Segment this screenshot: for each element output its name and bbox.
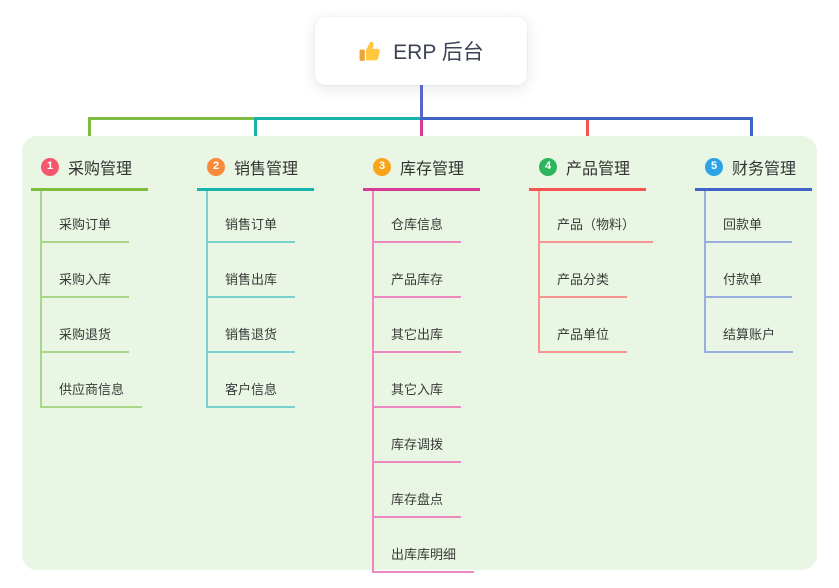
branch-number-badge-3: 3	[373, 157, 391, 176]
child-item[interactable]: 采购订单	[42, 191, 130, 243]
child-item[interactable]: 销售出库	[208, 243, 296, 298]
child-item[interactable]: 库存盘点	[374, 463, 462, 518]
child-item[interactable]: 其它入库	[374, 353, 462, 408]
branch-label-3: 库存管理	[400, 160, 465, 178]
child-item[interactable]: 采购退货	[42, 298, 130, 353]
child-item[interactable]: 付款单	[706, 243, 792, 298]
branch-column-5: 5 财务管理 回款单 付款单 结算账户	[695, 150, 812, 353]
connector-bar-mid-teal	[254, 117, 421, 120]
child-item[interactable]: 供应商信息	[42, 353, 143, 408]
thumbs-up-icon	[358, 39, 383, 64]
root-title: ERP 后台	[393, 41, 484, 64]
branch-children-4: 产品（物料） 产品分类 产品单位	[538, 191, 654, 353]
child-item[interactable]: 出库库明细	[374, 518, 475, 573]
child-item[interactable]: 产品分类	[540, 243, 628, 298]
child-item[interactable]: 仓库信息	[374, 191, 462, 243]
child-item[interactable]: 销售订单	[208, 191, 296, 243]
child-item[interactable]: 结算账户	[706, 298, 794, 353]
branch-column-4: 4 产品管理 产品（物料） 产品分类 产品单位	[529, 150, 654, 353]
branch-label-1: 采购管理	[68, 160, 133, 178]
branch-number-badge-1: 1	[41, 157, 59, 176]
branch-children-3: 仓库信息 产品库存 其它出库 其它入库 库存调拨 库存盘点 出库库明细	[372, 191, 475, 573]
branch-children-2: 销售订单 销售出库 销售退货 客户信息	[206, 191, 296, 408]
branch-column-2: 2 销售管理 销售订单 销售出库 销售退货 客户信息	[197, 150, 314, 408]
branch-title-4[interactable]: 4 产品管理	[529, 150, 646, 191]
branch-title-5[interactable]: 5 财务管理	[695, 150, 812, 191]
branch-children-1: 采购订单 采购入库 采购退货 供应商信息	[40, 191, 143, 408]
branch-title-1[interactable]: 1 采购管理	[31, 150, 148, 191]
branch-label-4: 产品管理	[566, 160, 631, 178]
child-item[interactable]: 产品库存	[374, 243, 462, 298]
branches-panel: 1 采购管理 采购订单 采购入库 采购退货 供应商信息 2 销售管理 销售订单 …	[22, 136, 817, 573]
branch-column-1: 1 采购管理 采购订单 采购入库 采购退货 供应商信息	[31, 150, 148, 408]
connector-bar-right-blue	[420, 117, 753, 120]
child-item[interactable]: 客户信息	[208, 353, 296, 408]
child-item[interactable]: 回款单	[706, 191, 792, 243]
connector-bar-left-green	[88, 117, 255, 120]
branch-number-badge-4: 4	[539, 157, 557, 176]
child-item[interactable]: 产品单位	[540, 298, 628, 353]
child-item[interactable]: 产品（物料）	[540, 191, 654, 243]
branch-title-2[interactable]: 2 销售管理	[197, 150, 314, 191]
child-item[interactable]: 库存调拨	[374, 408, 462, 463]
child-item[interactable]: 销售退货	[208, 298, 296, 353]
connector-root-stem	[420, 85, 423, 118]
branch-label-5: 财务管理	[732, 160, 797, 178]
branch-label-2: 销售管理	[234, 160, 299, 178]
branch-column-3: 3 库存管理 仓库信息 产品库存 其它出库 其它入库 库存调拨 库存盘点 出库库…	[363, 150, 480, 573]
branch-children-5: 回款单 付款单 结算账户	[704, 191, 794, 353]
branch-number-badge-2: 2	[207, 157, 225, 176]
branch-title-3[interactable]: 3 库存管理	[363, 150, 480, 191]
root-node[interactable]: ERP 后台	[315, 17, 527, 85]
child-item[interactable]: 其它出库	[374, 298, 462, 353]
branch-number-badge-5: 5	[705, 157, 723, 176]
child-item[interactable]: 采购入库	[42, 243, 130, 298]
